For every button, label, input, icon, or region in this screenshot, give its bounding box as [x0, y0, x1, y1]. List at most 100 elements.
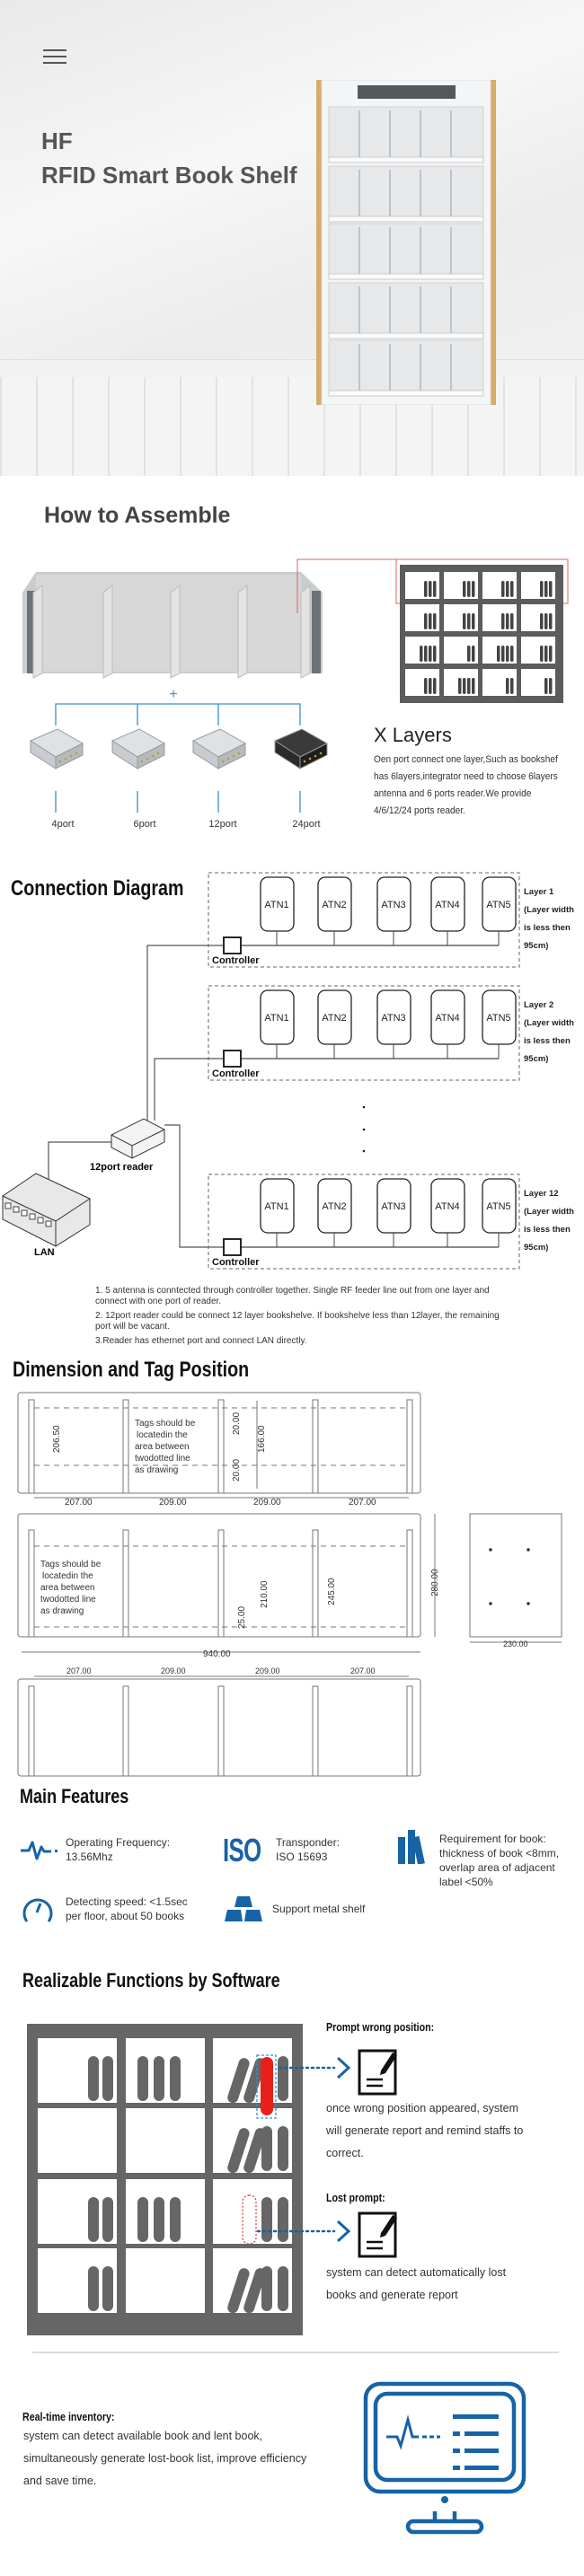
tag-note-line: locatedin the	[42, 1571, 93, 1581]
lan-label: LAN	[34, 1247, 55, 1258]
book-icon	[102, 2197, 113, 2242]
panel-divider	[217, 1399, 225, 1494]
feature-metal-shelf: Support metal shelf	[272, 1903, 366, 1915]
book-icon	[463, 613, 466, 629]
missing-book-outline	[242, 2194, 257, 2245]
book-icon	[102, 2266, 113, 2311]
layered-bookshelf-icon	[400, 565, 563, 703]
book-icon	[420, 646, 423, 662]
x-layers-description: Oen port connect one layer,Such as books…	[374, 754, 558, 816]
book-icon	[429, 613, 432, 629]
book-icon	[261, 2266, 272, 2311]
book-icon	[497, 646, 500, 662]
book-icon	[501, 646, 505, 662]
wrong-position-title: Prompt wrong position:	[326, 2020, 435, 2034]
mount-hole	[489, 1602, 492, 1605]
reader-bracket-lines	[55, 703, 301, 813]
book-icon	[170, 2056, 181, 2101]
antenna-divider	[237, 584, 248, 679]
panel-divider	[217, 1685, 225, 1777]
book-icon	[102, 2056, 113, 2101]
reader-device-front	[137, 743, 165, 769]
x-layers-title: X Layers	[374, 724, 452, 746]
panel-divider	[122, 1529, 129, 1638]
chevron-right-icon	[336, 2056, 351, 2079]
book-icon	[424, 613, 428, 629]
feature-line: label <50%	[439, 1876, 493, 1888]
description-line: simultaneously generate lost-book list, …	[23, 2452, 307, 2465]
book-icon	[424, 678, 428, 694]
book-icon	[510, 678, 514, 694]
book-icon	[501, 581, 505, 597]
book-icon	[278, 2056, 288, 2101]
book-icon	[429, 581, 432, 597]
layer-label: (Layer width	[524, 1207, 574, 1217]
iso-icon: ISO	[223, 1832, 261, 1868]
book-icon	[88, 2056, 99, 2101]
section-title-features: Main Features	[20, 1785, 129, 1807]
layer-label: is less then	[524, 923, 571, 933]
book-icon	[463, 678, 466, 694]
speedometer-icon	[22, 1898, 53, 1922]
antenna-port	[146, 757, 149, 760]
lost-prompt-description: system can detect automatically lost boo…	[326, 2262, 506, 2307]
book-icon	[544, 646, 548, 662]
section-title-connection: Connection Diagram	[11, 876, 184, 901]
panel-divider	[122, 1685, 129, 1777]
feature-transponder: Transponder: ISO 15693	[276, 1835, 340, 1864]
book-icon	[227, 2058, 250, 2104]
report-document-icon	[358, 2211, 397, 2258]
section-title-functions: Realizable Functions by Software	[22, 1969, 280, 1991]
panel-divider	[406, 1529, 413, 1638]
connection-note-1: 1. 5 antenna is conntected through contr…	[95, 1286, 490, 1306]
book-icon	[227, 2128, 250, 2174]
book-icon	[472, 613, 475, 629]
book-icon	[467, 646, 471, 662]
hero-banner: HF RFID Smart Book Shelf	[0, 0, 584, 476]
layer-label: is less then	[524, 1036, 571, 1046]
antenna-label: ATN1	[264, 1013, 288, 1024]
description-line: books and generate report	[326, 2289, 458, 2301]
hamburger-menu-icon[interactable]	[43, 49, 66, 66]
dim-bottom-width: 209.00	[255, 1666, 280, 1675]
feature-line: thickness of book <8mm,	[439, 1847, 560, 1859]
book-icon	[510, 613, 514, 629]
book-icon	[137, 2056, 148, 2101]
dim-front-total-height: 280.00	[430, 1569, 440, 1596]
inventory-title: Real-time inventory:	[22, 2410, 115, 2423]
tag-note-line: locatedin the	[137, 1430, 188, 1440]
panel-divider	[122, 1399, 129, 1494]
shelf-compartment-row	[328, 165, 484, 219]
dim-bottom-width: 207.00	[350, 1666, 376, 1675]
feeder-wires	[48, 945, 224, 1248]
antenna-label: ATN1	[264, 900, 288, 910]
book-icon	[243, 2268, 266, 2314]
connection-note-3: 3.Reader has ethernet port and connect L…	[95, 1336, 307, 1346]
shelf-cell	[38, 2108, 117, 2173]
antenna-port	[151, 754, 155, 758]
book-icon	[154, 2056, 164, 2101]
book-icon	[472, 646, 475, 662]
dim-top-height: 206.50	[52, 1425, 62, 1453]
controller-label: Controller	[212, 1068, 260, 1079]
misplaced-book	[261, 2057, 273, 2115]
shelf-board	[328, 390, 484, 397]
layer-boundary	[208, 985, 520, 1081]
dim-top-width: 209.00	[253, 1498, 281, 1508]
plus-sign: +	[169, 687, 177, 702]
antenna-port	[314, 754, 317, 758]
description-line: system can detect automatically lost	[326, 2266, 507, 2279]
book-icon	[510, 581, 514, 597]
book-icon	[506, 581, 509, 597]
controller-box	[223, 1238, 242, 1256]
layer-label: (Layer width	[524, 905, 574, 915]
reader-device-front	[217, 743, 246, 769]
panel-divider	[406, 1399, 413, 1494]
book-icon	[544, 581, 548, 597]
antenna-divider	[102, 584, 113, 679]
book-icon	[540, 613, 544, 629]
panel-divider	[28, 1399, 35, 1494]
shelf-compartment-row	[328, 339, 484, 393]
book-icon	[88, 2266, 99, 2311]
wall-baseboard	[0, 359, 584, 379]
